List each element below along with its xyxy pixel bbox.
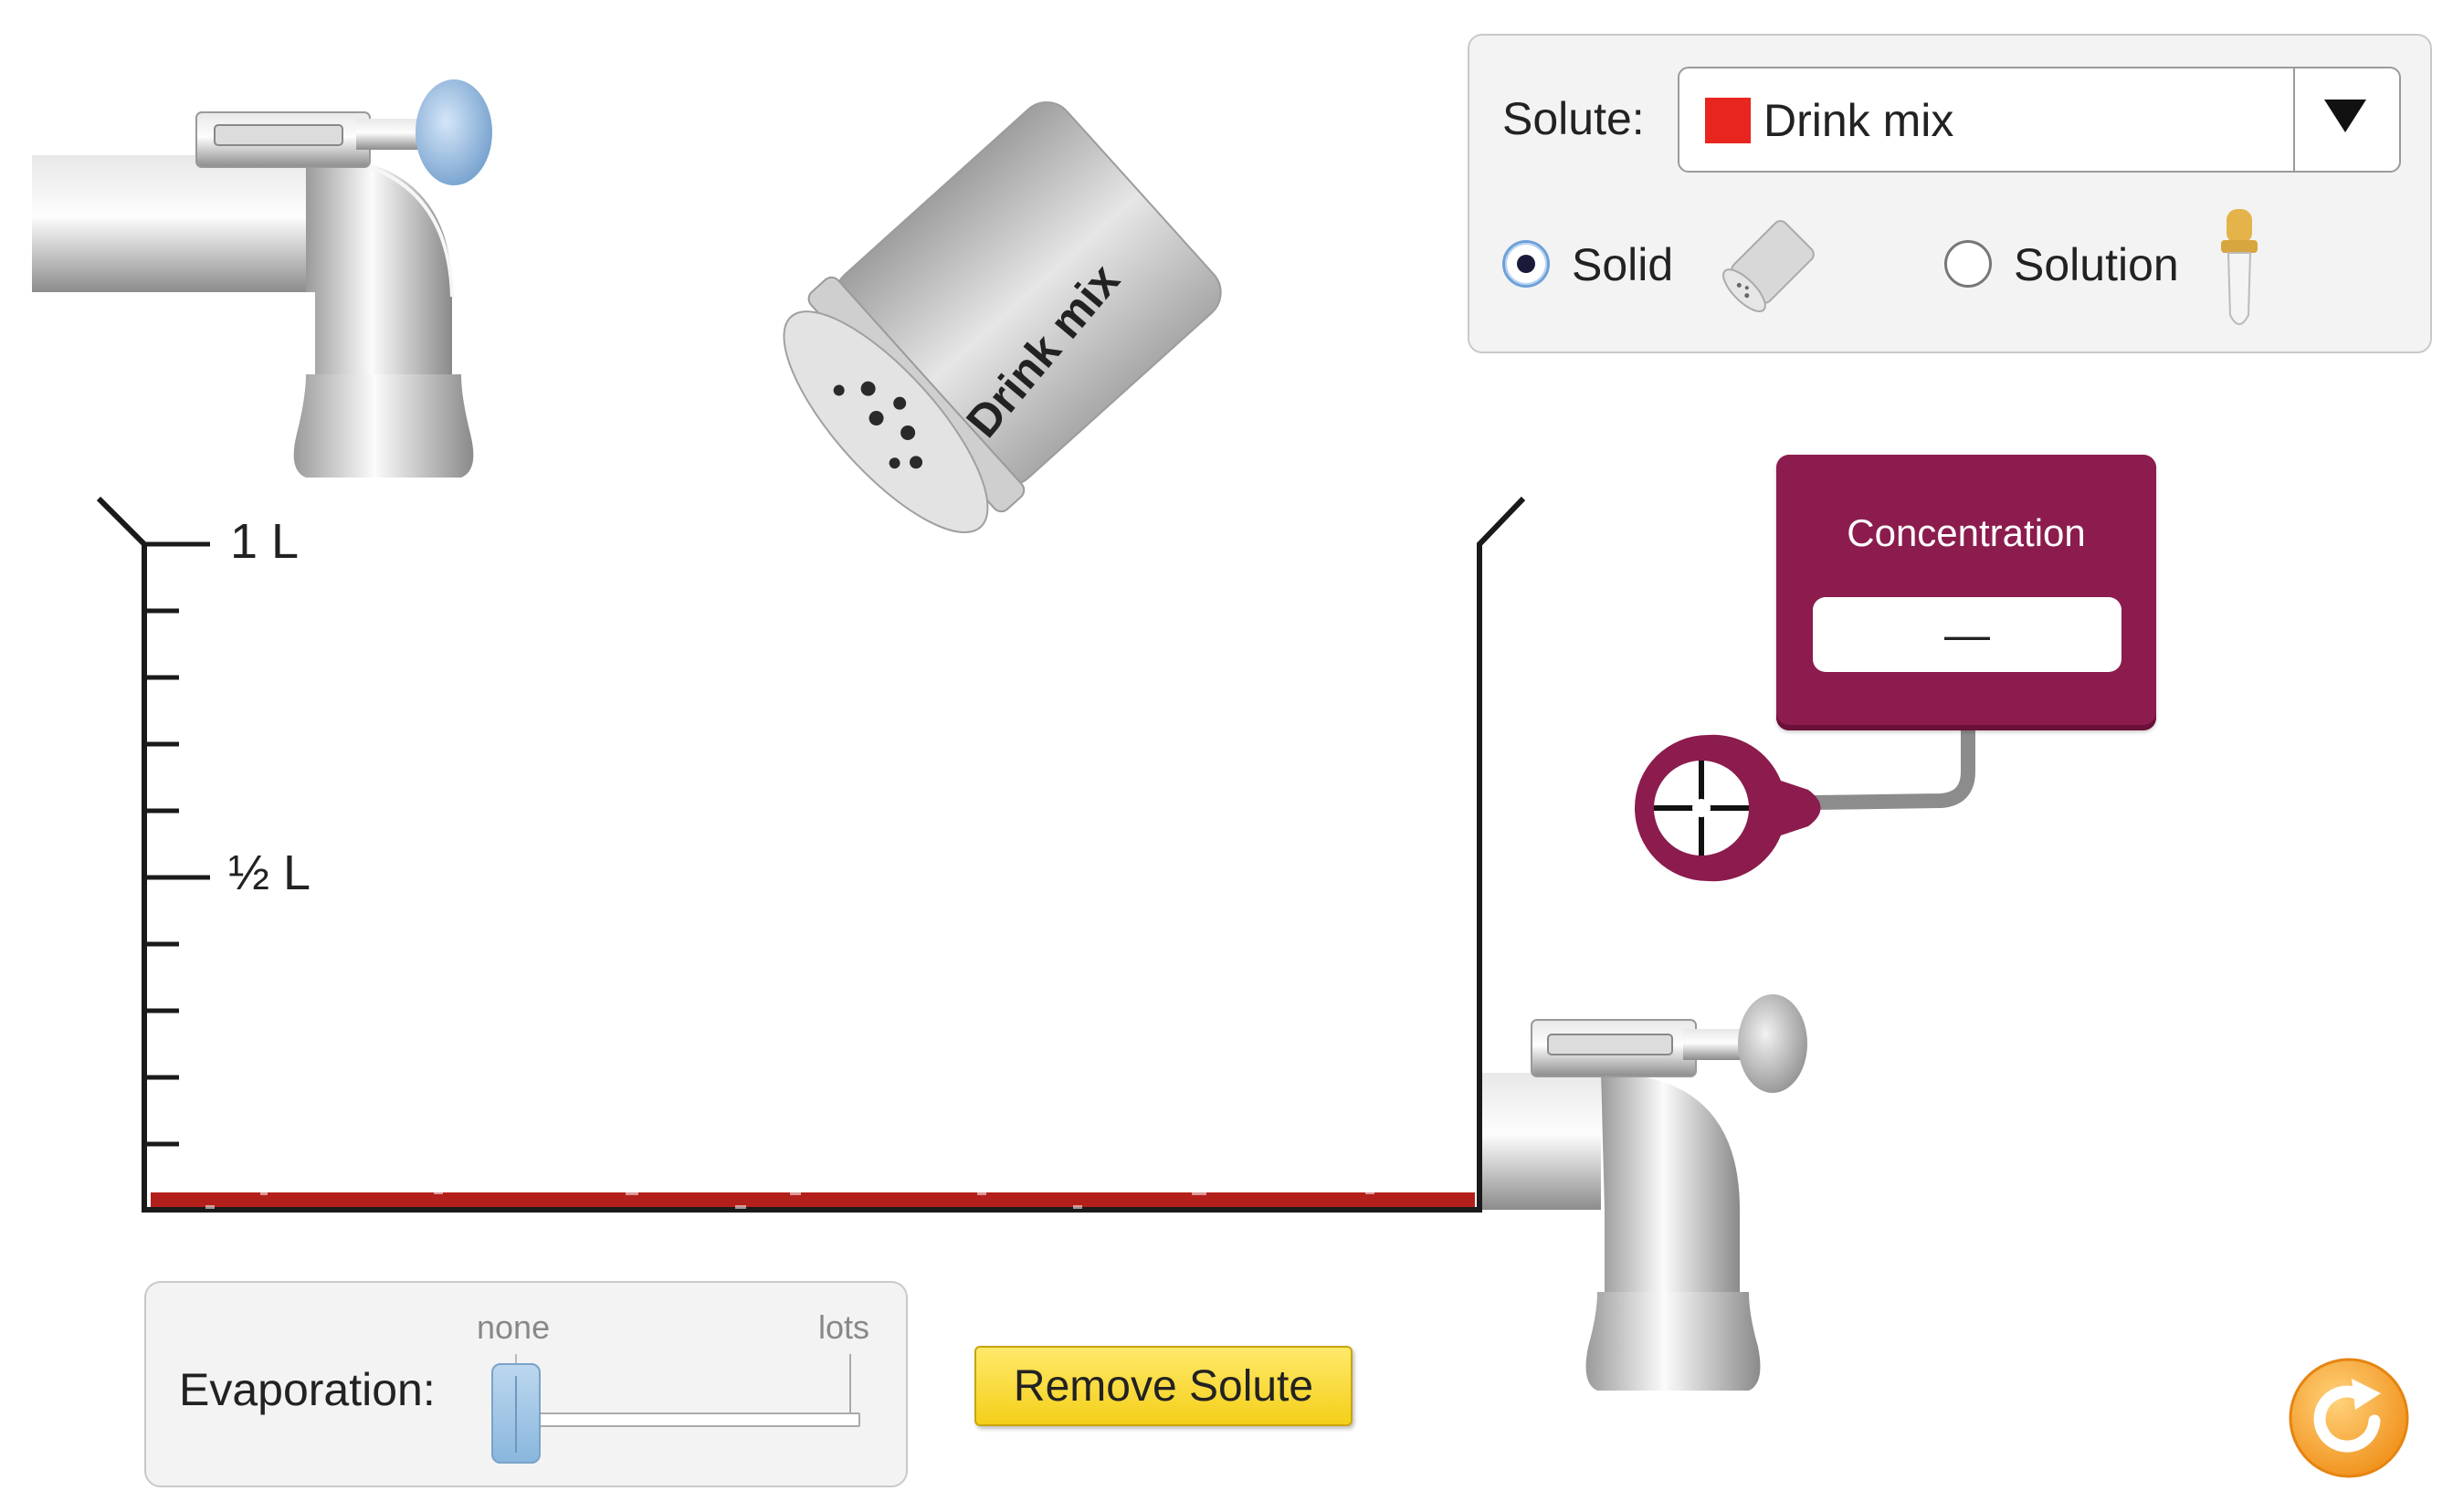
meter-title: Concentration [1847, 511, 2086, 554]
concentration-probe[interactable] [1621, 726, 1986, 908]
solid-radio-label: Solid [1572, 239, 1674, 290]
evaporation-min-label: none [477, 1308, 551, 1346]
solution-radio-label: Solution [2014, 239, 2179, 290]
evaporation-slider-track[interactable] [521, 1412, 860, 1427]
dropper-icon [2221, 209, 2258, 325]
beaker-mark-half: ½ L [228, 845, 311, 900]
remove-solute-button[interactable]: Remove Solute [974, 1346, 1353, 1426]
solute-color-swatch [1705, 98, 1751, 143]
concentration-meter[interactable]: Concentration — [1776, 455, 2156, 730]
solute-selected-value: Drink mix [1763, 95, 1954, 146]
shaker-icon [1722, 220, 1815, 312]
solid-radio[interactable] [1502, 240, 1550, 288]
solute-dropdown[interactable]: Drink mix [1678, 67, 2401, 173]
solute-layer [151, 1189, 1475, 1211]
reset-button[interactable] [2286, 1355, 2412, 1481]
slider-tick-max [849, 1354, 851, 1422]
evaporation-max-label: lots [818, 1308, 870, 1346]
solute-shaker[interactable]: Drink mix [767, 87, 1242, 543]
drain-faucet[interactable] [1475, 982, 1822, 1392]
solute-label: Solute: [1502, 93, 1645, 144]
evaporation-panel: Evaporation: none lots [144, 1281, 908, 1487]
reset-icon [2289, 1358, 2409, 1478]
solute-control-panel: Solute: Drink mix Solid Solution [1468, 34, 2432, 353]
water-input-faucet[interactable] [32, 68, 498, 479]
dropdown-toggle[interactable] [2293, 68, 2399, 171]
evaporation-label: Evaporation: [179, 1364, 436, 1415]
beaker [91, 493, 1534, 1223]
meter-readout: — [1813, 597, 2121, 672]
solution-radio[interactable] [1944, 240, 1992, 288]
beaker-mark-1l: 1 L [230, 514, 300, 569]
triangle-down-icon [2324, 100, 2366, 132]
evaporation-slider-thumb[interactable] [491, 1363, 541, 1464]
